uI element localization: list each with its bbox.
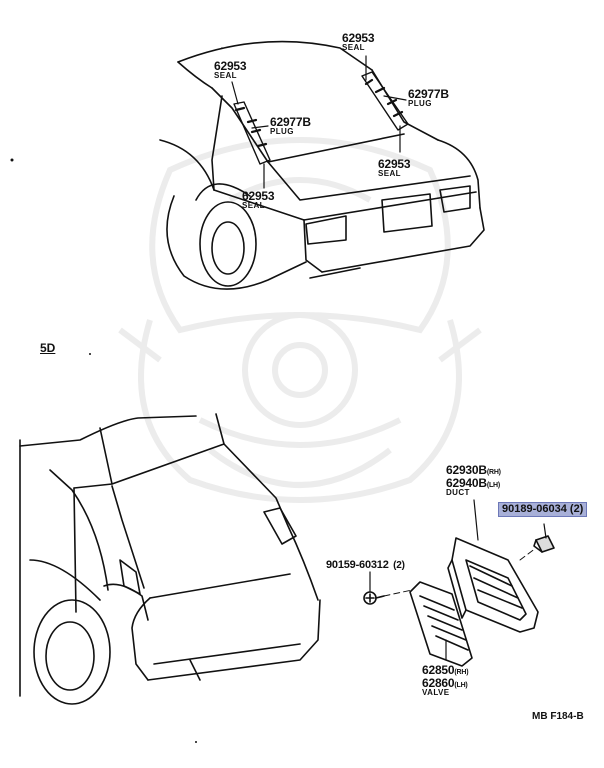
part-description: SEAL — [214, 71, 237, 80]
pillar-strip-left — [233, 101, 271, 165]
part-description: PLUG — [408, 99, 432, 108]
screw-part — [363, 591, 385, 605]
part-number[interactable]: 62953 — [242, 189, 275, 203]
part-number-rh: 62850(RH) — [422, 663, 469, 677]
pillar-strip-right — [361, 71, 409, 131]
callout-duct: 62930B(RH) 62940B(LH) DUCT — [446, 464, 501, 497]
part-description: VALVE — [422, 688, 450, 697]
callout-valve: 62850(RH) 62860(LH) VALVE — [422, 663, 469, 697]
part-description: DUCT — [446, 488, 470, 497]
part-description: SEAL — [242, 201, 265, 210]
part-number[interactable]: 62953 — [378, 157, 411, 171]
clip-part — [533, 535, 555, 553]
callout-seal-bottom: 62953 SEAL — [242, 189, 275, 210]
leader-plug-right — [383, 95, 407, 101]
part-number-lh: 62940B(LH) — [446, 476, 501, 490]
callout-screw: 90159-60312 (2) — [326, 556, 405, 572]
assembly-line-clip — [519, 547, 537, 561]
hatchback-body — [19, 413, 321, 705]
part-number[interactable]: 62953 — [214, 59, 247, 73]
part-description: SEAL — [342, 43, 365, 52]
part-number[interactable]: 62977B — [408, 87, 449, 101]
callout-plug-left: 62977B PLUG — [270, 116, 311, 136]
part-quantity: (2) — [393, 560, 405, 571]
callout-clip-highlighted[interactable]: 90189-06034 (2) — [498, 502, 588, 517]
assembly-line-screw — [383, 589, 413, 597]
section-label: 5D — [40, 341, 56, 355]
part-description: PLUG — [270, 127, 294, 136]
leader-plug-left — [251, 125, 269, 129]
part-number-rh: 62930B(RH) — [446, 463, 501, 477]
part-number-lh: 62860(LH) — [422, 676, 468, 690]
valve-part — [409, 581, 473, 667]
callout-seal-top: 62953 SEAL — [342, 31, 375, 52]
callout-seal-left: 62953 SEAL — [214, 59, 247, 80]
leader-seal-left — [231, 81, 239, 105]
leader-duct — [473, 499, 479, 541]
part-number[interactable]: 62977B — [270, 115, 311, 129]
callout-plug-right: 62977B PLUG — [408, 88, 449, 108]
part-description: SEAL — [378, 169, 401, 178]
part-number[interactable]: 90189-06034 — [502, 503, 567, 515]
diagram-code: MB F184-B — [532, 711, 584, 722]
callout-seal-right: 62953 SEAL — [378, 157, 411, 178]
part-number[interactable]: 90159-60312 — [326, 559, 389, 571]
leader-clip — [543, 523, 547, 539]
duct-part — [447, 537, 539, 633]
part-quantity: (2) — [569, 503, 584, 515]
sedan-body — [159, 40, 485, 290]
part-number[interactable]: 62953 — [342, 31, 375, 45]
